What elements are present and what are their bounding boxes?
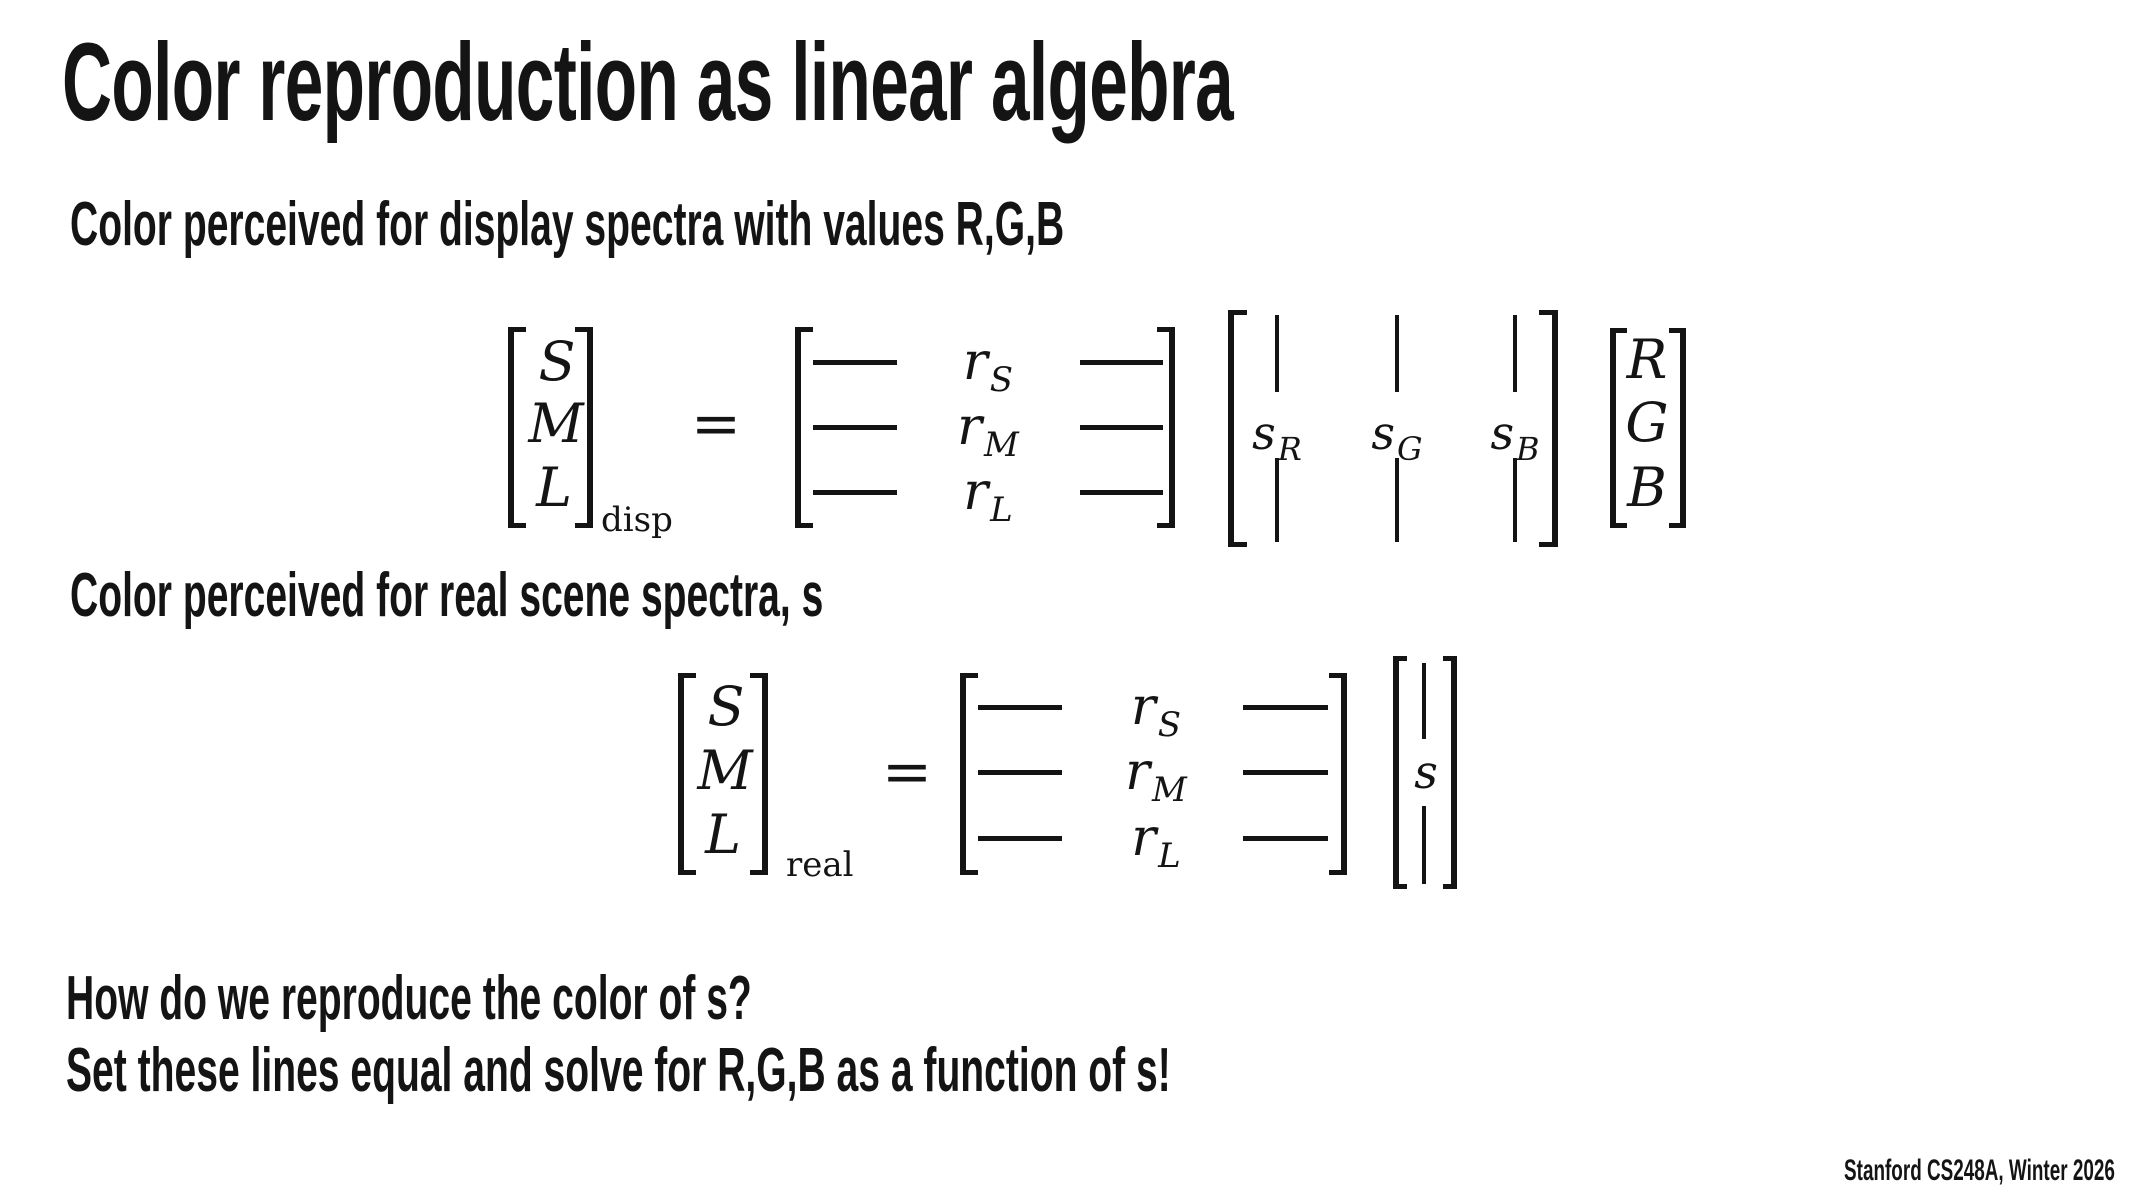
lhs-entry-s: S xyxy=(707,675,745,738)
response-matrix-right-bracket xyxy=(1329,673,1347,875)
response-symbol: r xyxy=(1131,808,1157,868)
response-symbol: r xyxy=(963,462,989,522)
matrix-row-rule xyxy=(1243,770,1328,775)
lhs-subscript-real: real xyxy=(786,845,854,885)
spectrum-column-bar xyxy=(1513,315,1517,392)
matrix-row-rule xyxy=(813,490,897,495)
course-footer: Stanford CS248A, Winter 2026 xyxy=(1844,1154,2115,1187)
lhs-vector-right-bracket xyxy=(750,673,768,875)
primary-subscript: B xyxy=(1516,429,1540,468)
response-symbol: r xyxy=(962,332,988,392)
matrix-row-rule xyxy=(1080,490,1163,495)
scene-vector-left-bracket xyxy=(1393,656,1407,889)
scene-vector-right-bracket xyxy=(1443,656,1457,889)
rgb-vector-left-bracket xyxy=(1610,328,1627,528)
response-row-rm: rM xyxy=(1125,746,1187,807)
lhs-entry-l: L xyxy=(536,456,572,519)
lhs-vector-left-bracket xyxy=(678,673,696,875)
primary-symbol: s xyxy=(1252,406,1276,460)
matrix-row-rule xyxy=(1080,360,1163,365)
matrix-row-rule xyxy=(813,360,897,365)
matrix-row-rule xyxy=(1243,836,1328,841)
matrix-row-rule xyxy=(1243,705,1328,710)
spectrum-column-bar xyxy=(1275,315,1279,392)
rgb-vector-right-bracket xyxy=(1669,328,1686,528)
spectrum-column-bar xyxy=(1513,458,1517,542)
rgb-entry-r: R xyxy=(1626,328,1668,391)
primary-column-sr: sR xyxy=(1252,410,1302,465)
response-symbol: r xyxy=(1130,677,1156,737)
lhs-vector-right-bracket xyxy=(575,327,593,528)
primary-column-sg: sG xyxy=(1371,410,1422,465)
scene-vector-symbol: s xyxy=(1414,745,1438,799)
primaries-matrix-left-bracket xyxy=(1228,310,1247,547)
heading-display-spectra: Color perceived for display spectra with… xyxy=(70,190,1065,259)
spectrum-column-bar xyxy=(1422,806,1426,884)
question-line-1: How do we reproduce the color of s? xyxy=(66,964,752,1033)
rgb-entry-g: G xyxy=(1625,391,1669,454)
matrix-row-rule xyxy=(978,836,1062,841)
response-matrix-right-bracket xyxy=(1157,327,1175,528)
lhs-vector-left-bracket xyxy=(508,327,526,528)
primary-column-sb: sB xyxy=(1490,410,1539,465)
slide-title: Color reproduction as linear algebra xyxy=(62,21,1234,144)
response-row-rl: rL xyxy=(1131,812,1180,873)
equals-sign: = xyxy=(690,389,742,459)
lhs-entry-s: S xyxy=(538,330,576,393)
primary-subscript: R xyxy=(1277,429,1302,468)
primary-symbol: s xyxy=(1490,406,1515,460)
spectrum-column-bar xyxy=(1395,315,1399,392)
response-row-rl: rL xyxy=(963,466,1012,527)
lhs-subscript-disp: disp xyxy=(601,500,673,540)
matrix-row-rule xyxy=(813,425,897,430)
response-matrix-left-bracket xyxy=(960,673,978,875)
response-row-rs: rS xyxy=(1131,681,1181,742)
lhs-entry-m: M xyxy=(697,739,753,802)
equals-sign: = xyxy=(881,737,933,807)
response-subscript: L xyxy=(990,489,1013,530)
lhs-entry-m: M xyxy=(528,392,584,455)
question-line-2: Set these lines equal and solve for R,G,… xyxy=(66,1036,1171,1105)
response-subscript: M xyxy=(1152,769,1187,810)
response-row-rm: rM xyxy=(957,401,1019,462)
response-row-rs: rS xyxy=(963,336,1013,397)
response-matrix-left-bracket xyxy=(795,327,813,528)
primary-symbol: s xyxy=(1371,406,1396,460)
spectrum-column-bar xyxy=(1422,663,1426,739)
primaries-matrix-right-bracket xyxy=(1539,310,1558,547)
matrix-row-rule xyxy=(978,705,1062,710)
heading-real-spectra: Color perceived for real scene spectra, … xyxy=(70,561,824,630)
lhs-entry-l: L xyxy=(705,803,741,866)
response-subscript: L xyxy=(1158,835,1181,876)
spectrum-column-bar xyxy=(1275,458,1279,542)
rgb-entry-b: B xyxy=(1627,456,1667,519)
response-subscript: M xyxy=(984,424,1019,465)
matrix-row-rule xyxy=(1080,425,1163,430)
matrix-row-rule xyxy=(978,770,1062,775)
primary-subscript: G xyxy=(1397,429,1423,468)
response-symbol: r xyxy=(957,397,983,457)
spectrum-column-bar xyxy=(1395,458,1399,542)
response-subscript: S xyxy=(989,359,1014,400)
response-symbol: r xyxy=(1125,742,1151,802)
response-subscript: S xyxy=(1157,704,1182,745)
